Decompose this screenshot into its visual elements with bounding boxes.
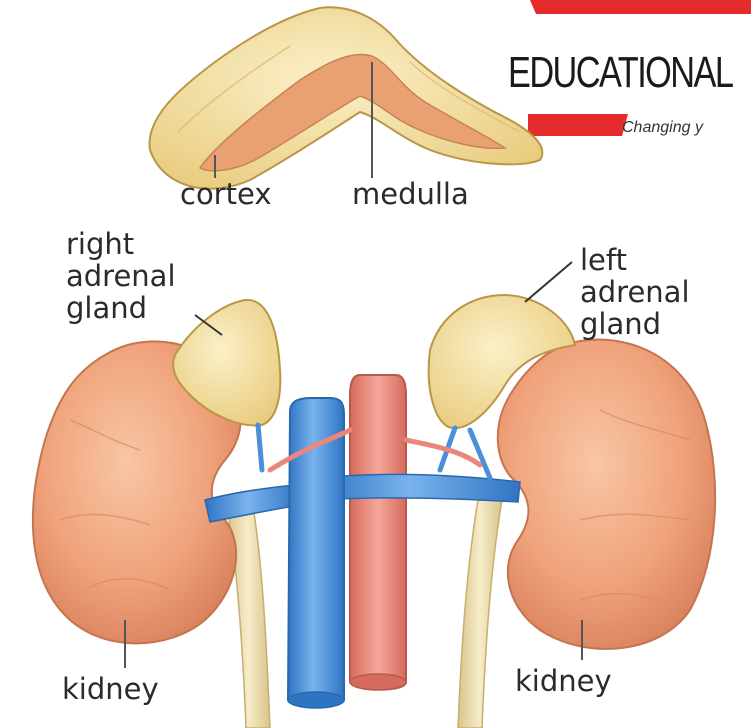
adrenal-cross-section <box>150 7 543 188</box>
left-adrenal-leader <box>525 262 572 302</box>
aorta <box>350 375 406 690</box>
right-ureter <box>458 500 502 728</box>
logo-red-bar <box>528 114 628 136</box>
logo-text: EDUCATIONAL <box>508 48 732 98</box>
right-adrenal-label: right adrenal gland <box>66 228 176 324</box>
logo-tagline: Changing y <box>622 119 703 137</box>
kidney-right <box>498 340 715 649</box>
logo-red-top <box>530 0 751 14</box>
kidney-label-right-side: kidney <box>515 665 612 697</box>
medulla-label: medulla <box>352 178 469 210</box>
cortex-label: cortex <box>180 178 271 210</box>
vena-cava-end <box>288 692 344 708</box>
left-adrenal-label: left adrenal gland <box>580 244 690 340</box>
aorta-end <box>350 674 406 690</box>
kidney-label-left-side: kidney <box>62 673 159 705</box>
